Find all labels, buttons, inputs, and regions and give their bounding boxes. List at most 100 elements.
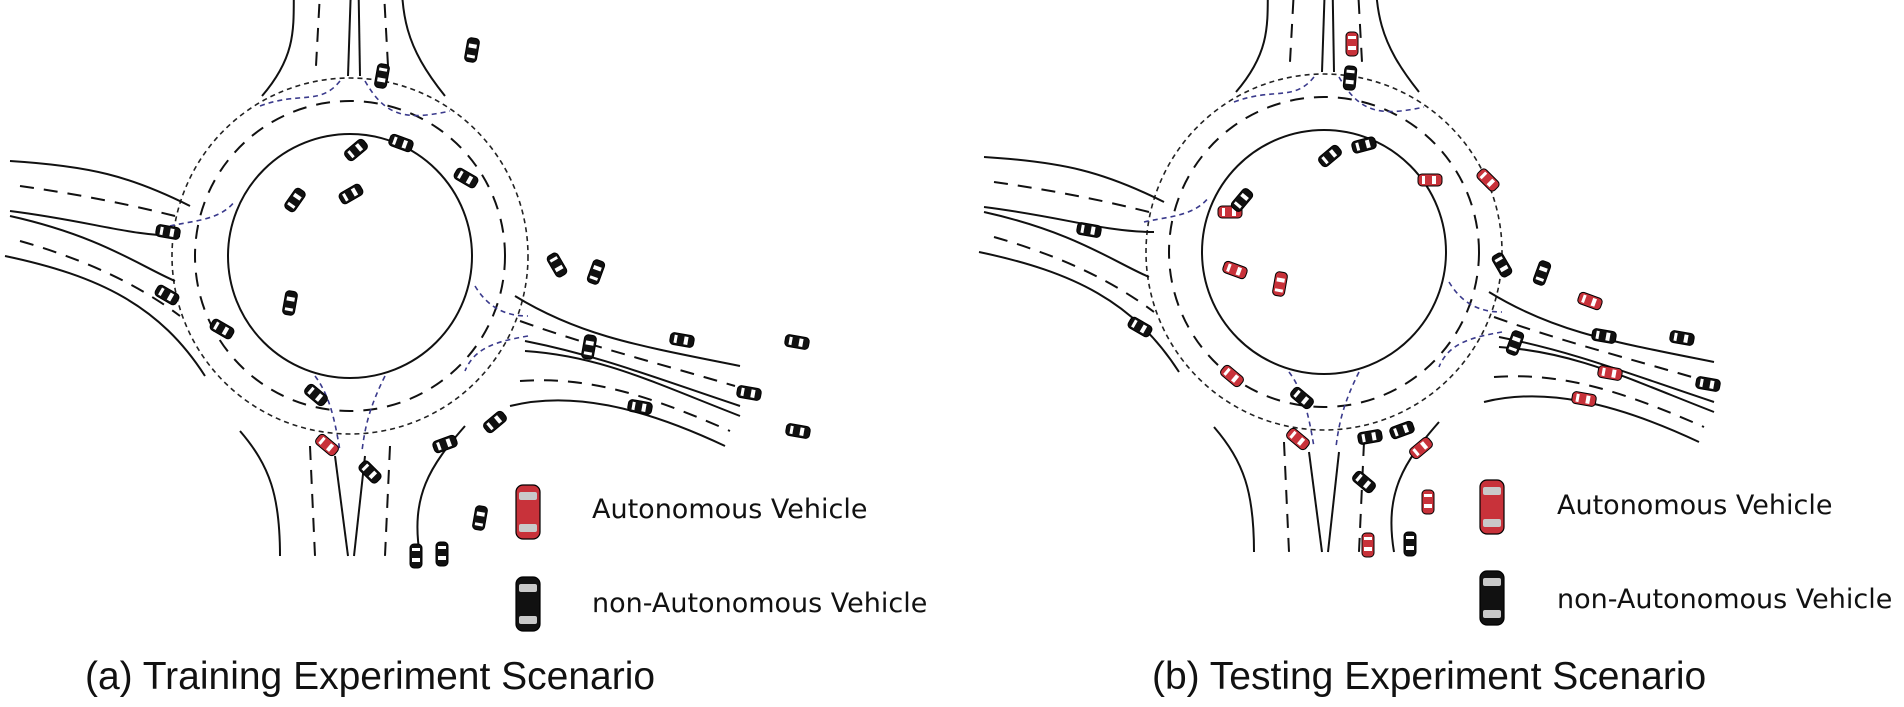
non-autonomous-vehicle [1389,420,1415,440]
south-road-median-left [334,455,349,557]
non-autonomous-vehicle-windshield [592,264,602,272]
non-autonomous-vehicle-windshield [1328,149,1338,158]
non-autonomous-vehicle [282,290,298,316]
east-road-median-bottom [1498,346,1715,413]
legend-non-autonomous-icon-windshield [1483,578,1501,586]
non-autonomous-vehicle-rear-window [1508,346,1518,352]
non-autonomous-vehicle-windshield [286,296,295,302]
conflict-zone-east-bottom [1438,331,1503,368]
north-road-edge-left [1235,0,1269,93]
west-road-edge-bottom [4,255,206,377]
non-autonomous-vehicle-windshield [468,43,477,49]
non-autonomous-vehicle-windshield [585,340,594,346]
autonomous-vehicle-windshield [325,443,335,452]
non-autonomous-vehicle-windshield [1240,192,1249,202]
non-autonomous-vehicle [586,259,606,285]
non-autonomous-vehicle [1591,328,1617,344]
non-autonomous-vehicle-rear-window [1131,319,1138,328]
south-road-lane-dash-1 [309,445,316,557]
non-autonomous-vehicle-body [1351,136,1377,154]
panel-caption: (a) Training Experiment Scenario [85,655,656,698]
non-autonomous-vehicle-windshield [166,292,175,302]
non-autonomous-vehicle-body [1127,316,1153,338]
autonomous-vehicle-body [1417,173,1443,187]
autonomous-vehicle-windshield [1585,395,1591,404]
non-autonomous-vehicle [1230,188,1254,212]
non-autonomous-vehicle-windshield [465,175,474,185]
autonomous-vehicle-body [1571,391,1597,407]
vehicle-layer [1076,31,1721,626]
north-road-median-left [347,0,352,77]
non-autonomous-vehicle-body [1532,260,1552,286]
autonomous-vehicle-rear-window [1424,494,1432,497]
conflict-zone-west [1143,196,1210,223]
non-autonomous-vehicle [581,334,597,360]
non-autonomous-vehicle-rear-window [1595,330,1600,340]
non-autonomous-vehicle-rear-window [1393,427,1399,437]
non-autonomous-vehicle-body [374,63,390,89]
legend-non-autonomous-icon [515,576,541,632]
autonomous-vehicle-body [1597,365,1623,381]
non-autonomous-vehicle [669,332,695,348]
south-road-edge-right [1390,421,1440,553]
roundabout-diagram-training [4,0,811,632]
non-autonomous-vehicle-rear-window [1293,389,1301,398]
non-autonomous-vehicle [1403,531,1417,557]
non-autonomous-vehicle-windshield [1406,546,1414,550]
autonomous-vehicle-windshield [1419,441,1429,450]
autonomous-vehicle-rear-window [1364,537,1372,540]
autonomous-vehicle-rear-window [1601,367,1606,377]
north-road-median-left [1321,0,1326,73]
non-autonomous-vehicle-body [1318,144,1342,168]
non-autonomous-vehicle-body [344,138,368,162]
autonomous-vehicle [1571,391,1597,407]
non-autonomous-vehicle-windshield [438,556,446,560]
non-autonomous-vehicle-rear-window [1535,276,1545,282]
non-autonomous-vehicle-windshield [377,77,386,83]
legend-autonomous-icon [515,484,541,540]
autonomous-vehicle [1345,31,1359,57]
non-autonomous-vehicle-body [282,290,298,316]
autonomous-vehicle-windshield [1432,176,1436,184]
conflict-zone-west [169,200,236,227]
non-autonomous-vehicle-windshield [683,336,689,345]
non-autonomous-vehicle-windshield [1402,424,1410,434]
autonomous-vehicle [1409,436,1433,460]
non-autonomous-vehicle-rear-window [342,193,349,202]
non-autonomous-vehicle-body [736,385,762,401]
non-autonomous-vehicle-rear-window [486,422,494,431]
conflict-zone-north-east [364,80,451,117]
east-road-lane-dash-1 [519,320,736,387]
non-autonomous-vehicle-rear-window [589,275,599,281]
west-road-lane-dash-1 [993,181,1150,213]
panel-training: Autonomous Vehicle non-Autonomous Vehicl… [4,0,927,698]
non-autonomous-vehicle [1127,316,1153,338]
conflict-zone-north-west [1233,76,1315,103]
non-autonomous-vehicle-windshield [1345,79,1354,85]
legend-autonomous-icon-rear-window [1483,519,1501,527]
non-autonomous-vehicle-body [472,505,488,531]
non-autonomous-vehicle-windshield [292,192,302,201]
non-autonomous-vehicle-body [483,410,507,434]
non-autonomous-vehicle-windshield [554,264,564,273]
legend-non-autonomous-icon [1479,570,1505,626]
non-autonomous-vehicle-rear-window [1494,256,1503,263]
non-autonomous-vehicle-rear-window [284,307,294,312]
non-autonomous-vehicle-body [1695,376,1721,392]
non-autonomous-vehicle-body [432,434,458,454]
non-autonomous-vehicle-rear-window [287,201,296,209]
legend-autonomous-label: Autonomous Vehicle [1557,490,1833,521]
ring-outer-boundary [1145,73,1503,431]
east-road-edge-top [514,295,741,367]
non-autonomous-vehicle-windshield [1362,480,1372,489]
autonomous-vehicle-rear-window [1289,430,1297,439]
non-autonomous-vehicle-windshield [1511,335,1521,343]
autonomous-vehicle-windshield [1230,374,1240,383]
non-autonomous-vehicle [388,133,414,153]
non-autonomous-vehicle-rear-window [457,170,464,179]
autonomous-vehicle-rear-window [1575,393,1580,403]
non-autonomous-vehicle-rear-window [347,150,355,159]
east-road-lane-dash-2 [519,379,731,432]
non-autonomous-vehicle-windshield [1538,265,1548,273]
non-autonomous-vehicle [1076,222,1102,238]
